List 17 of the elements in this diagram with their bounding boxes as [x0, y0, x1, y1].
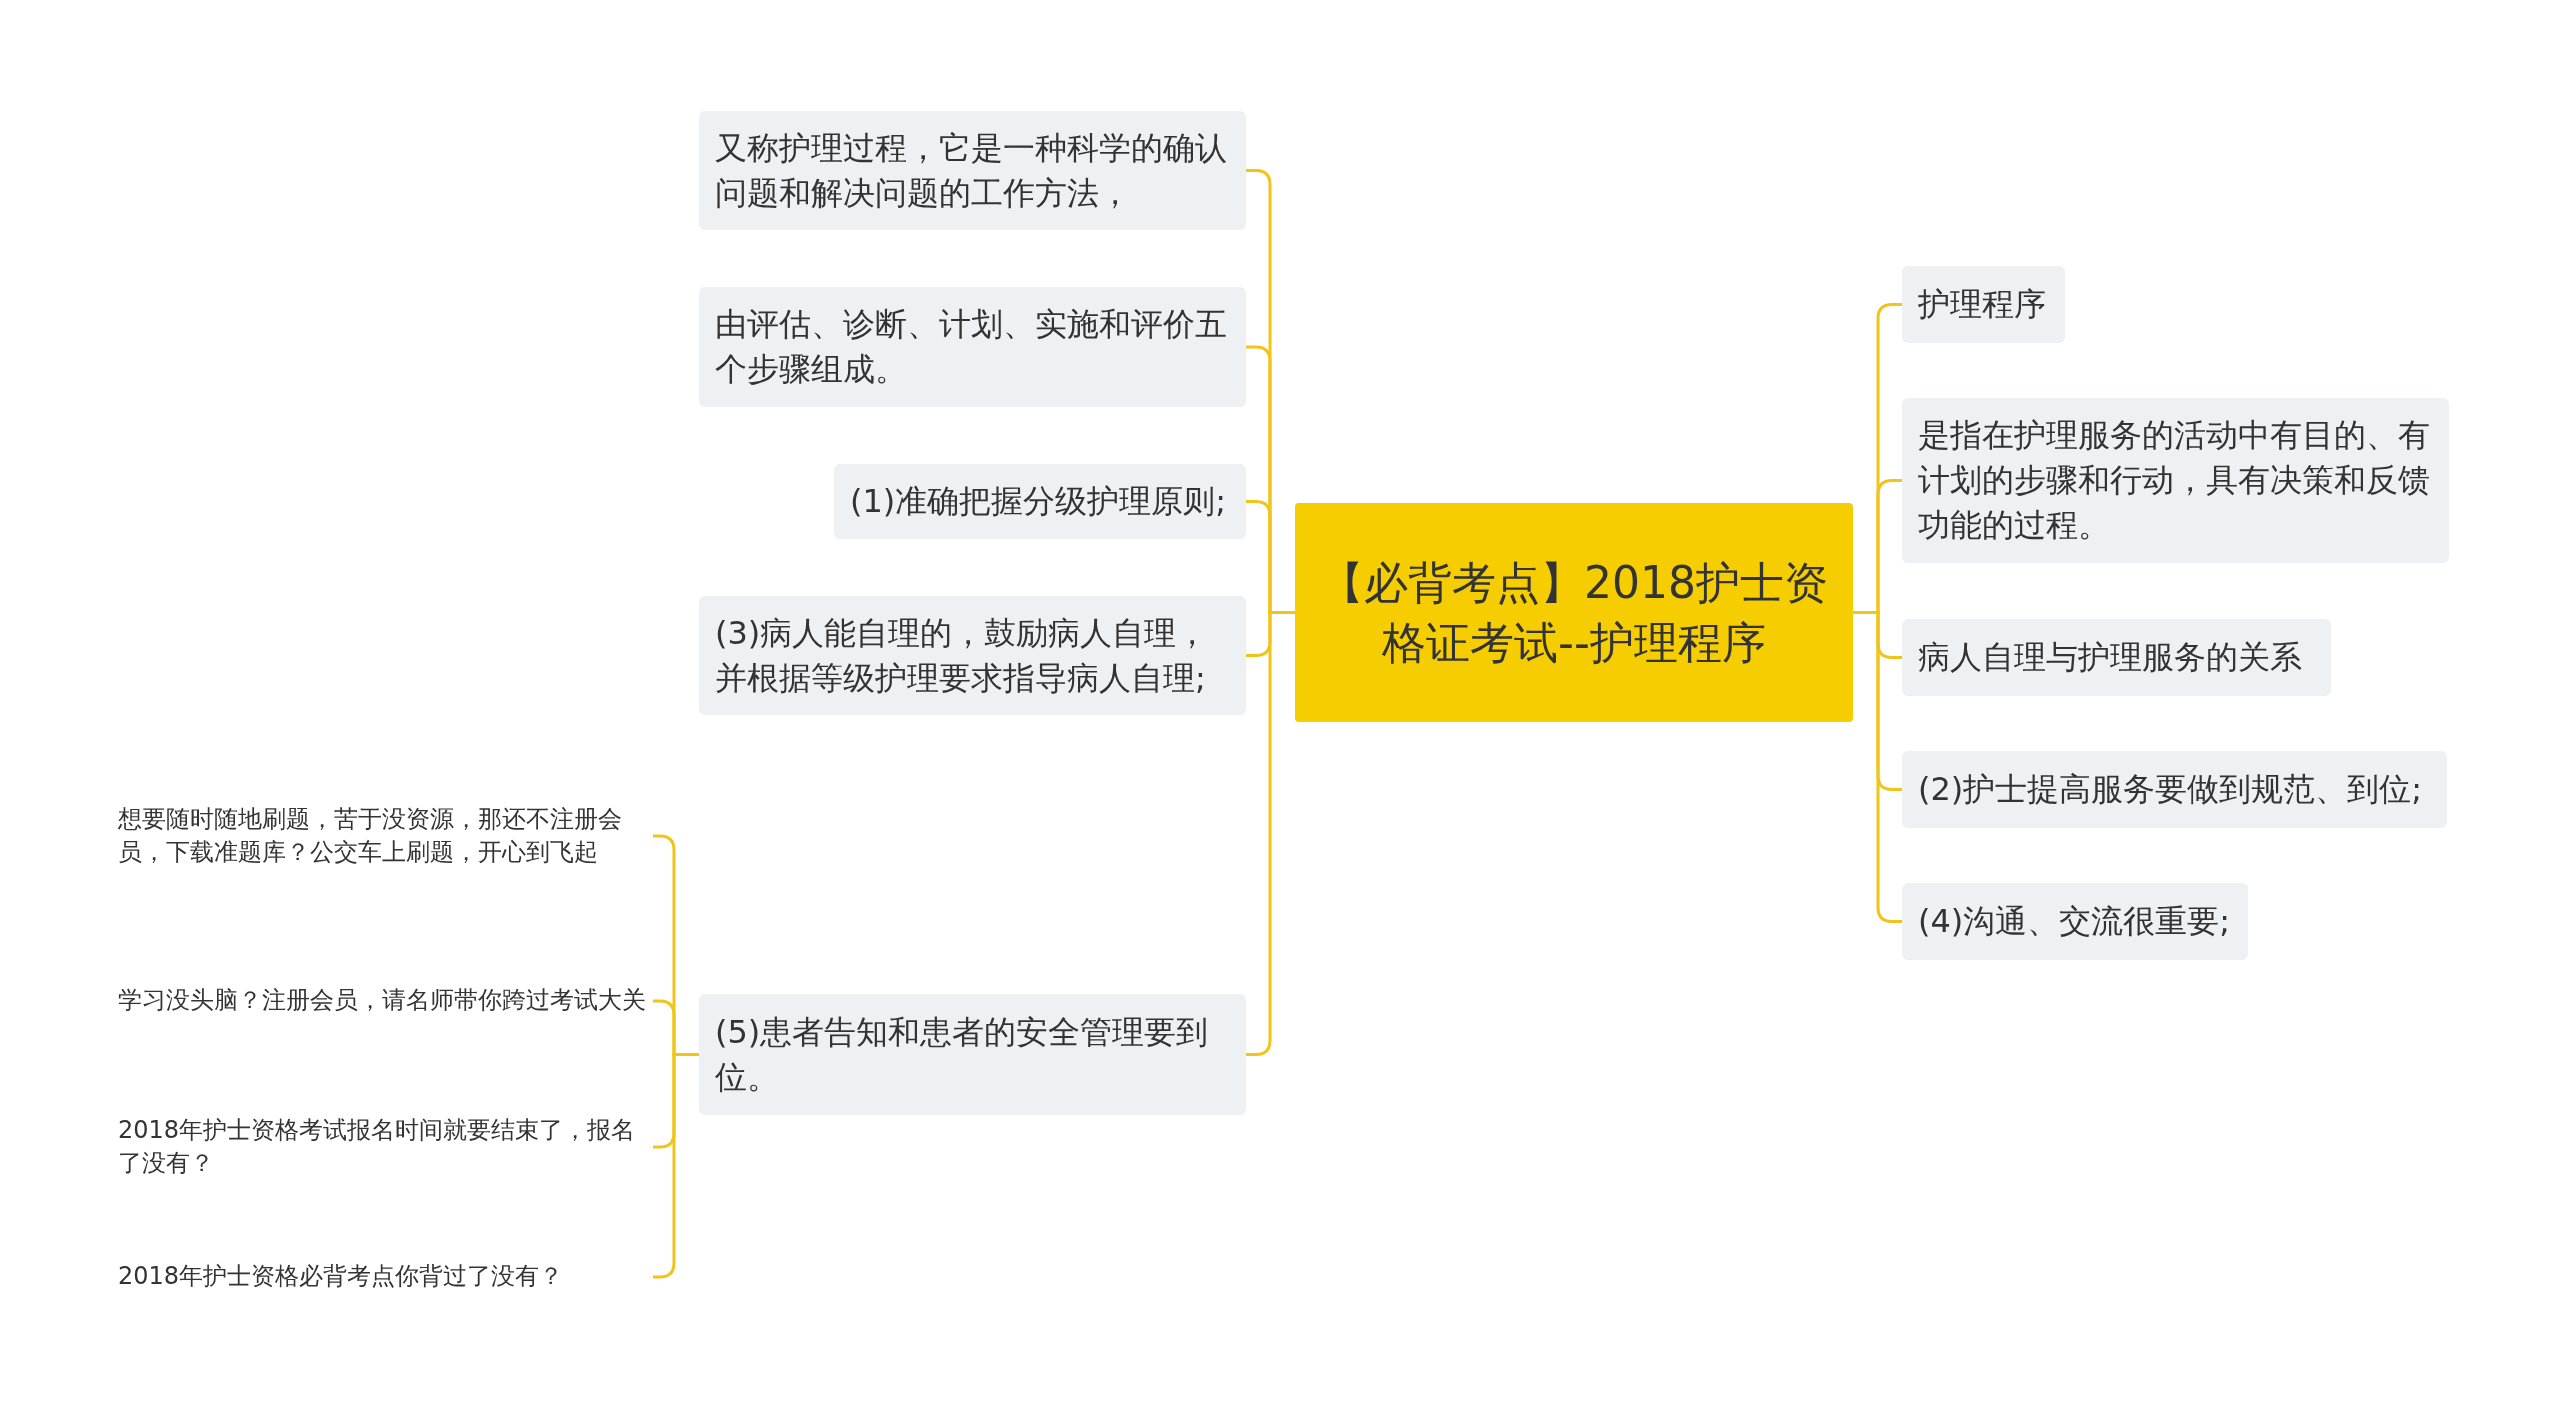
- topic-box: 病人自理与护理服务的关系: [1902, 619, 2331, 696]
- topic-box: (5)患者告知和患者的安全管理要到位。: [699, 994, 1246, 1115]
- subtopic-text: 2018年护士资格考试报名时间就要结束了，报名了没有？: [118, 1112, 648, 1182]
- topic-box: (1)准确把握分级护理原则;: [834, 464, 1246, 539]
- connector-line: [1246, 611, 1295, 1056]
- subtopic-text: 2018年护士资格必背考点你背过了没有？: [118, 1258, 648, 1296]
- central-topic: 【必背考点】2018护士资格证考试--护理程序: [1295, 503, 1853, 722]
- topic-box: (2)护士提高服务要做到规范、到位;: [1902, 751, 2447, 828]
- subtopic-text: 学习没头脑？注册会员，请名师带你跨过考试大关: [118, 966, 648, 1036]
- connector-line: [1853, 611, 1902, 923]
- topic-box: 又称护理过程，它是一种科学的确认问题和解决问题的工作方法，: [699, 111, 1246, 230]
- topic-box: (3)病人能自理的，鼓励病人自理，并根据等级护理要求指导病人自理;: [699, 596, 1246, 715]
- topic-box: 是指在护理服务的活动中有目的、有计划的步骤和行动，具有决策和反馈功能的过程。: [1902, 398, 2449, 563]
- subtopic-text: 想要随时随地刷题，苦于没资源，那还不注册会员，下载准题库？公交车上刷题，开心到飞起: [118, 784, 648, 888]
- topic-box: 护理程序: [1902, 266, 2065, 343]
- topic-box: (4)沟通、交流很重要;: [1902, 883, 2248, 960]
- topic-box: 由评估、诊断、计划、实施和评价五个步骤组成。: [699, 287, 1246, 407]
